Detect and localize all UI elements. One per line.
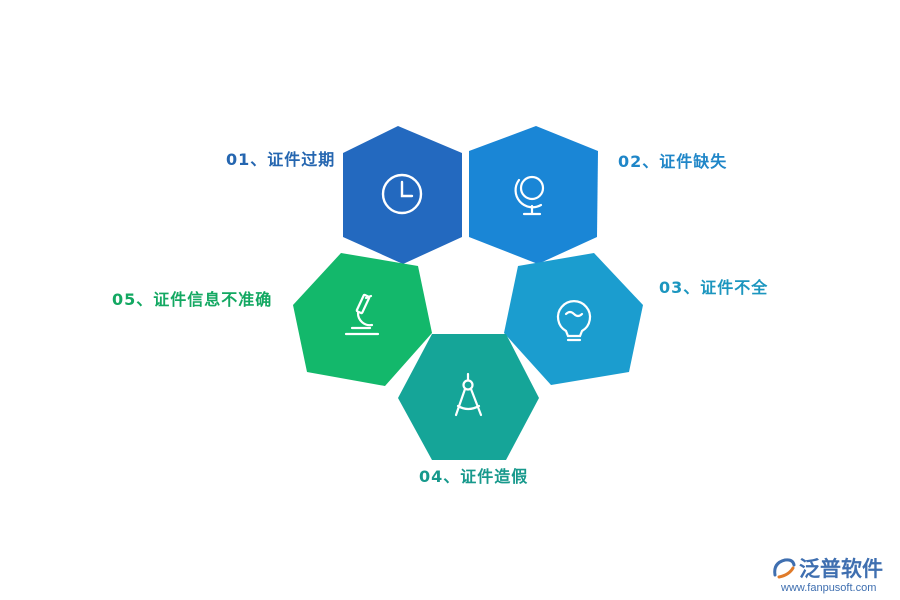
- logo-url: www.fanpusoft.com: [781, 582, 877, 594]
- item-label-05: 05、证件信息不准确: [112, 290, 273, 309]
- compass-icon: [454, 372, 483, 417]
- brand-logo: 泛普软件 www.fanpusoft.com: [771, 553, 893, 597]
- microscope-icon: [344, 293, 380, 336]
- logo-name: 泛普软件: [799, 557, 883, 581]
- logo-mark-icon: [773, 558, 796, 579]
- globe-icon: [514, 175, 545, 216]
- lightbulb-icon: [556, 300, 592, 342]
- item-label-04: 04、证件造假: [419, 467, 529, 486]
- hexagon-02: [469, 126, 598, 264]
- hexagon-03: [504, 253, 643, 385]
- item-label-01: 01、证件过期: [226, 150, 336, 169]
- hexagon-04: [398, 334, 539, 460]
- item-label-02: 02、证件缺失: [618, 152, 728, 171]
- hexagon-05: [293, 253, 432, 386]
- item-label-03: 03、证件不全: [659, 278, 769, 297]
- clock-icon: [381, 173, 423, 215]
